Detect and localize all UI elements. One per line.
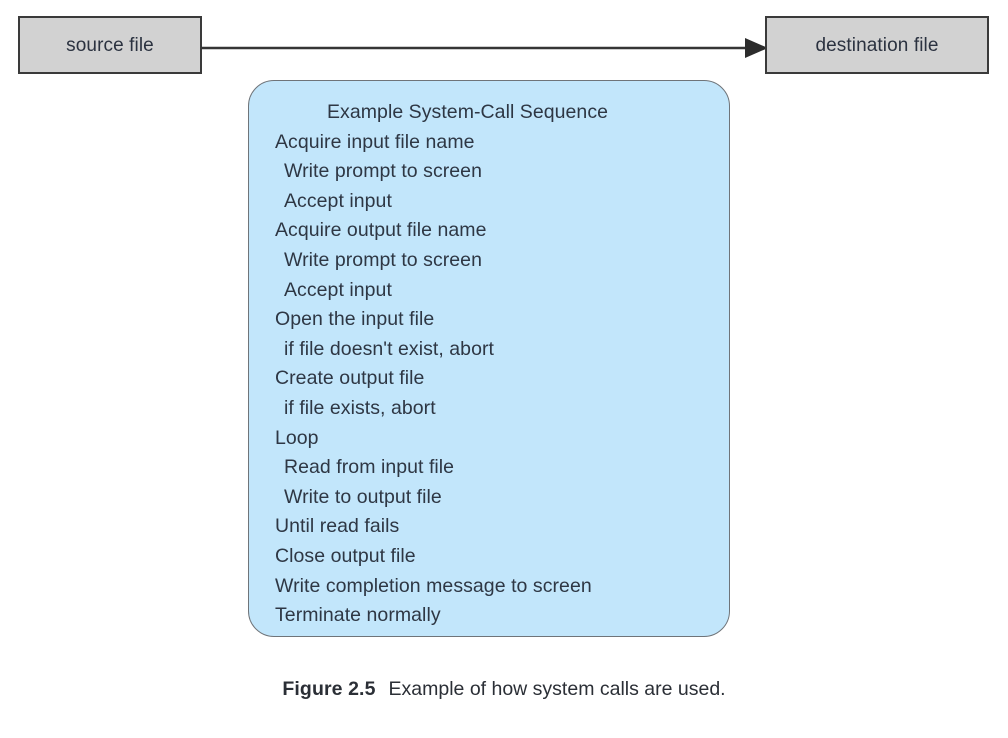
figure-caption-text: Example of how system calls are used. [388,678,726,700]
sequence-line: Terminate normally [275,604,441,627]
sequence-line: Write prompt to screen [284,248,482,271]
sequence-line: Write prompt to screen [284,160,482,183]
sequence-line: Open the input file [275,308,435,331]
figure-caption: Figure 2.5 Example of how system calls ar… [0,678,1008,701]
sequence-line: Acquire output file name [275,219,487,242]
sequence-line: Loop [275,426,319,449]
flow-arrow-icon [201,38,768,58]
sequence-line: Write to output file [284,485,442,508]
sequence-line: if file exists, abort [284,396,436,419]
figure-caption-label: Figure 2.5 [282,678,376,700]
system-call-sequence-box: Example System-Call Sequence Acquire inp… [248,80,730,637]
sequence-line: Create output file [275,367,425,390]
source-file-label: source file [66,34,154,56]
destination-file-label: destination file [815,34,939,56]
sequence-line: Accept input [284,278,392,301]
sequence-title: Example System-Call Sequence [327,101,609,123]
sequence-line: if file doesn't exist, abort [284,337,494,360]
sequence-line: Acquire input file name [275,130,475,153]
sequence-line-list: Example System-Call Sequence Acquire inp… [275,98,717,631]
sequence-line: Until read fails [275,515,400,538]
sequence-line: Read from input file [284,456,455,479]
sequence-line: Close output file [275,544,416,567]
destination-file-box: destination file [765,16,989,74]
sequence-line: Write completion message to screen [275,574,592,597]
source-file-box: source file [18,16,202,74]
sequence-line: Accept input [284,189,392,212]
